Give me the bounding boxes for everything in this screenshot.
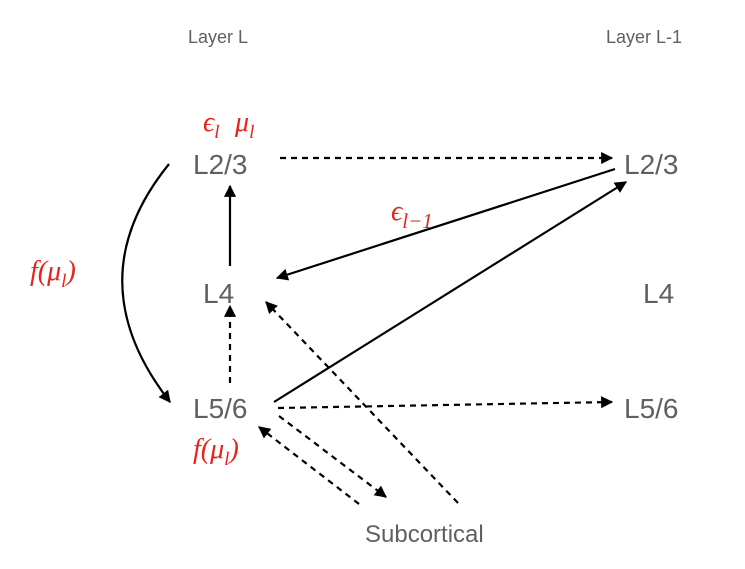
- edge-l23-to-l56-curved: [121, 163, 171, 403]
- header-layer-l-minus-1: Layer L-1: [606, 27, 682, 47]
- label-epsilon-l-minus-1: ϵl−1: [391, 196, 433, 233]
- header-layer-l: Layer L: [188, 27, 248, 47]
- node-layer-l-l56: L5/6: [193, 393, 248, 424]
- node-layer-l-l4: L4: [203, 278, 234, 309]
- node-subcortical: Subcortical: [365, 521, 484, 548]
- node-layer-l-minus-1-l23: L2/3: [624, 149, 679, 180]
- edge-l56-to-subcortical: [278, 415, 387, 498]
- label-f-mu-l-left: f(μl): [30, 256, 76, 292]
- node-layer-l-minus-1-l4: L4: [643, 278, 674, 309]
- label-mu-l: μl: [234, 107, 254, 143]
- edge-l56-to-l56-prev: [277, 396, 614, 410]
- node-layer-l-l23: L2/3: [193, 149, 248, 180]
- edge-l23-prev-to-l4: [275, 167, 616, 281]
- node-layer-l-minus-1-l56: L5/6: [624, 393, 679, 424]
- edge-l56-to-l23-prev: [273, 181, 628, 403]
- label-f-mu-l-bottom: f(μl): [193, 434, 239, 470]
- edge-subcortical-to-l4: [265, 301, 459, 504]
- label-epsilon-l: ϵl: [203, 107, 220, 143]
